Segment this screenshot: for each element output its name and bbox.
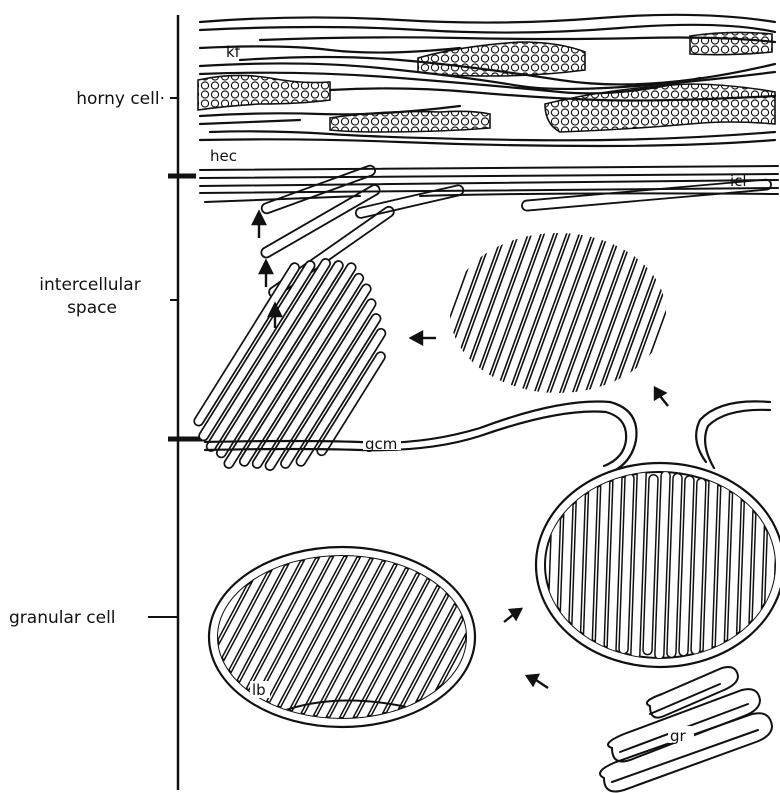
horny-cell-label: horny cell· xyxy=(76,89,165,109)
granular-cell-label: granular cell xyxy=(9,608,116,628)
lb-label: lb xyxy=(252,681,266,699)
gcm-label: gcm xyxy=(365,435,397,453)
gr-label: gr xyxy=(670,727,687,745)
space-label: space xyxy=(67,298,117,318)
kf-label: kf xyxy=(226,43,241,61)
lamellar-stack xyxy=(182,236,419,508)
layer-scale-bar xyxy=(168,15,204,790)
intercellular-label: intercellular xyxy=(39,275,140,295)
fusing-lamellar-granule xyxy=(536,463,780,667)
lamellar-body: lb xyxy=(144,436,538,793)
up-right-arrow-icon xyxy=(504,609,521,622)
horny-cell-layer: kf xyxy=(198,15,775,146)
up-left-arrow-icon xyxy=(527,675,548,688)
up-arrow-icon xyxy=(260,261,272,287)
up-left-arrow-icon xyxy=(655,388,668,406)
left-arrow-icon xyxy=(411,332,436,344)
hec-label: hec xyxy=(210,147,237,165)
up-arrow-icon xyxy=(253,212,265,238)
